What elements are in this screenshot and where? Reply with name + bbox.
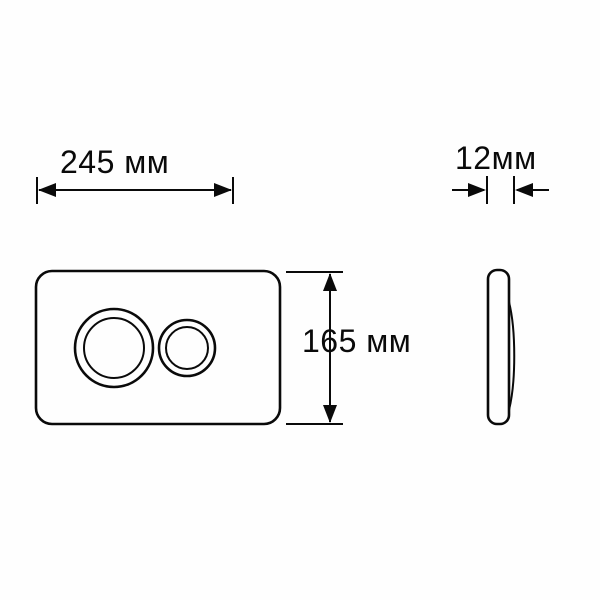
width-arrow-left [38,183,56,197]
height-arrow-down [323,405,337,423]
width-dimension [36,177,234,204]
height-dimension [286,271,343,425]
height-arrow-up [323,273,337,291]
width-arrow-right [214,183,232,197]
depth-dimension-label: 12мм [455,140,537,176]
side-profile-outline [486,268,511,426]
depth-arrow-right-pointing [468,183,486,197]
width-dimension-label: 245 мм [60,144,170,180]
small-button-inner-ring [165,326,209,370]
plate-front-view [34,269,282,426]
side-profile-button-bump [508,301,516,411]
plate-side-view [486,268,516,426]
small-button-outer-ring [157,318,217,378]
plate-outline [34,269,282,426]
large-button-inner-ring [83,317,145,379]
height-dimension-label: 165 мм [302,323,412,359]
depth-dimension [452,176,549,204]
depth-arrow-left-pointing [515,183,533,197]
large-button-outer-ring [73,307,155,389]
